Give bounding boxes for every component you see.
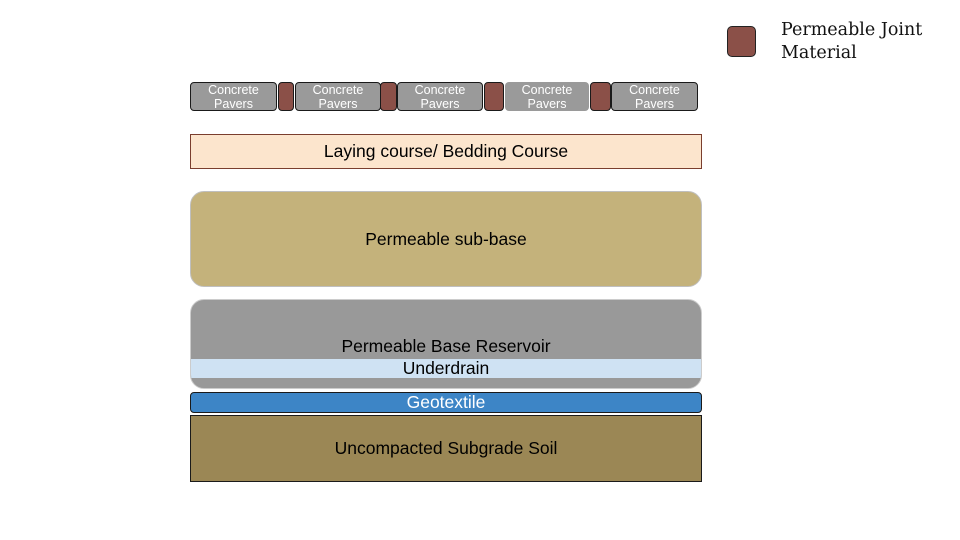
geotextile-layer: Geotextile xyxy=(190,392,702,413)
bedding-course-layer: Laying course/ Bedding Course xyxy=(190,134,702,169)
joint-material-block xyxy=(484,82,504,111)
joint-material-block xyxy=(380,82,397,111)
underdrain-label: Underdrain xyxy=(402,358,490,378)
subgrade-soil-label: Uncompacted Subgrade Soil xyxy=(334,438,558,458)
joint-material-legend-swatch xyxy=(727,26,756,57)
subgrade-soil-layer: Uncompacted Subgrade Soil xyxy=(190,415,702,482)
base-reservoir-label: Permeable Base Reservoir xyxy=(341,336,551,356)
base-reservoir-layer: Permeable Base Reservoir Underdrain xyxy=(190,299,702,389)
sub-base-label: Permeable sub-base xyxy=(365,228,527,249)
concrete-paver: Concrete Pavers xyxy=(295,82,381,111)
concrete-paver: Concrete Pavers xyxy=(190,82,277,111)
joint-material-legend-label: Permeable Joint Material xyxy=(781,20,923,63)
joint-material-block xyxy=(278,82,294,111)
concrete-paver: Concrete Pavers xyxy=(397,82,483,111)
underdrain-layer: Underdrain xyxy=(191,358,701,378)
geotextile-label: Geotextile xyxy=(406,392,486,412)
concrete-paver: Concrete Pavers xyxy=(505,82,589,111)
joint-material-block xyxy=(590,82,611,111)
concrete-paver: Concrete Pavers xyxy=(611,82,698,111)
bedding-course-label: Laying course/ Bedding Course xyxy=(323,141,569,161)
sub-base-layer: Permeable sub-base xyxy=(190,191,702,287)
